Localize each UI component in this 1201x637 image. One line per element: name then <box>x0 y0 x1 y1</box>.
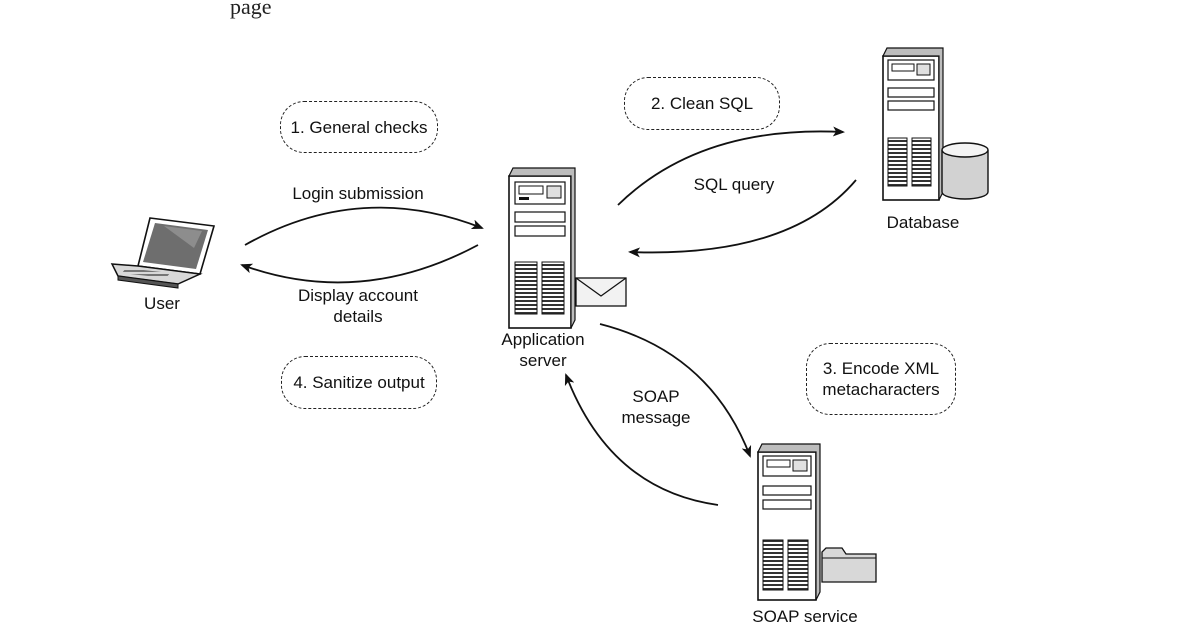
step-label: 3. Encode XML <box>822 359 940 378</box>
laptop-icon <box>110 217 216 289</box>
node-label-user: User <box>144 294 180 313</box>
flow-label-soap-message: SOAP message <box>606 386 706 428</box>
step-sanitize-output: 4. Sanitize output <box>281 356 437 409</box>
soap-outbound-arrow <box>599 323 752 458</box>
step-label: metacharacters <box>822 380 940 399</box>
folder-icon <box>821 547 877 583</box>
header-fragment: page <box>230 0 272 19</box>
node-label-app-server: Application server <box>480 329 606 371</box>
step-clean-sql: 2. Clean SQL <box>624 77 780 130</box>
step-label: 2. Clean SQL <box>650 94 754 113</box>
server-icon <box>882 47 944 201</box>
flow-label-login: Login submission <box>292 184 424 203</box>
envelope-icon <box>575 277 627 307</box>
soap-return-arrow <box>564 373 719 506</box>
flow-label-display-account: Display account details <box>276 285 440 327</box>
node-label-database: Database <box>886 213 960 232</box>
node-label-soap-service: SOAP service <box>752 607 858 626</box>
step-general-checks: 1. General checks <box>280 101 438 153</box>
step-label: 4. Sanitize output <box>293 373 425 392</box>
flow-label-line: SOAP <box>632 387 680 406</box>
flow-label-line: details <box>333 307 383 326</box>
flow-label-line: Display account <box>297 286 418 305</box>
sql-result-arrow <box>628 179 857 258</box>
database-cylinder-icon <box>941 142 989 200</box>
flow-label-sql-query: SQL query <box>693 175 775 194</box>
server-icon <box>757 443 821 601</box>
node-label-line: Application <box>501 330 585 349</box>
display-account-arrow <box>240 244 479 284</box>
sql-query-arrow <box>617 126 845 206</box>
node-label-line: server <box>519 351 567 370</box>
step-label: 1. General checks <box>290 117 428 137</box>
step-encode-xml: 3. Encode XML metacharacters <box>806 343 956 415</box>
flow-label-line: message <box>621 408 691 427</box>
server-icon <box>508 167 576 329</box>
login-submission-arrow <box>244 206 484 246</box>
